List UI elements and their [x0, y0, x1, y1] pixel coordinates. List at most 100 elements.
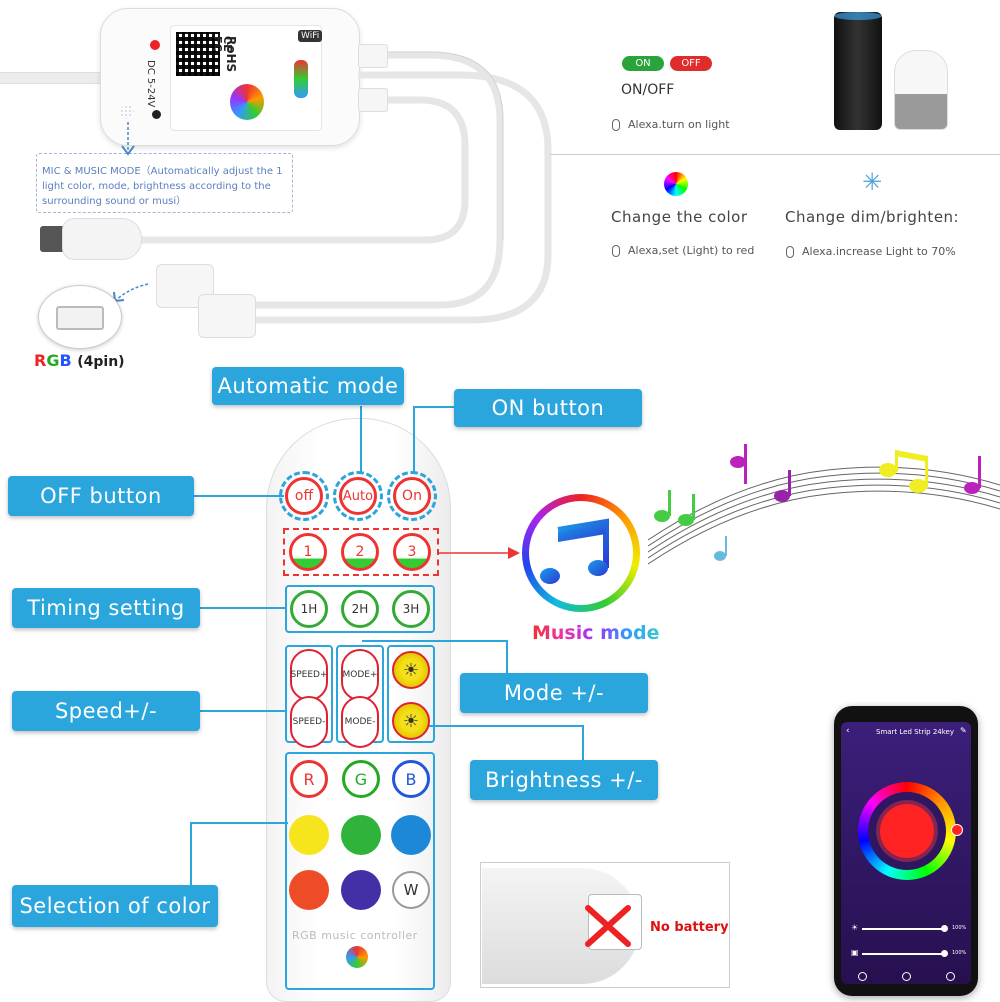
remote-blue-button[interactable]: B — [392, 760, 430, 798]
change-dim-title: Change dim/brighten: — [785, 208, 960, 226]
line-mode-h — [362, 640, 508, 642]
line-speed — [200, 710, 286, 712]
remote-white-button[interactable]: W — [392, 871, 430, 909]
phone-edit-icon[interactable]: ✎ — [960, 726, 967, 735]
on-button-label: ON button — [454, 389, 642, 427]
off-highlight-ring — [279, 471, 329, 521]
google-home-speaker-icon — [894, 50, 948, 130]
remote-blue-solid-button[interactable] — [391, 815, 431, 855]
phone-brightness-slider[interactable] — [862, 928, 946, 930]
change-color-command-text: Alexa,set (Light) to red — [628, 244, 755, 257]
usb-plug-body — [62, 218, 142, 260]
remote-mode-plus-button[interactable]: MODE+ — [341, 649, 379, 701]
female-connector-2 — [198, 294, 256, 338]
usb-plug — [40, 226, 66, 252]
music-arrow — [438, 547, 520, 559]
line-auto — [360, 406, 362, 472]
brightness-sun-icon: ✳ — [862, 168, 883, 196]
color-group — [285, 752, 435, 990]
music-note-logo-icon — [230, 84, 264, 120]
mic-note-arrow — [121, 122, 135, 156]
remote-music-2-button[interactable]: 2 — [341, 533, 379, 571]
on-badge-text: ON — [635, 58, 651, 69]
remote-green-solid-button[interactable] — [341, 815, 381, 855]
rgb-text: RGB — [34, 351, 72, 370]
change-color-command: Alexa,set (Light) to red — [612, 244, 754, 257]
wifi-badge: WiFi — [298, 30, 323, 42]
remote-timer-1h-button[interactable]: 1H — [290, 590, 328, 628]
phone-nav-icon-2[interactable] — [902, 972, 911, 981]
remote-logo-icon — [346, 946, 368, 968]
phone-second-value: 100% — [952, 950, 967, 956]
microphone-icon — [786, 246, 794, 258]
phone-brightness-slider-handle[interactable] — [941, 925, 948, 932]
on-highlight-ring — [387, 471, 437, 521]
remote-music-1-button[interactable]: 1 — [289, 533, 327, 571]
line-on-h — [413, 406, 455, 408]
phone-color-picker-handle[interactable] — [951, 824, 963, 836]
remote-timer-2h-button[interactable]: 2H — [341, 590, 379, 628]
remote-auto-button[interactable]: Auto — [339, 477, 377, 515]
change-color-title: Change the color — [611, 208, 748, 226]
onoff-command-text: Alexa.turn on light — [628, 118, 730, 131]
line-mode-v — [506, 640, 508, 674]
remote-brightness-minus-button[interactable]: ☀ — [392, 702, 430, 740]
phone-app-title: Smart Led Strip 24key — [876, 728, 954, 736]
phone-second-slider[interactable] — [862, 953, 946, 955]
remote-speed-plus-button[interactable]: SPEED+ — [290, 649, 328, 701]
change-dim-command: Alexa.increase Light to 70% — [786, 245, 956, 258]
remote-yellow-button[interactable] — [289, 815, 329, 855]
cable-plug-2 — [358, 88, 388, 112]
remote-green-button[interactable]: G — [342, 760, 380, 798]
phone-back-icon[interactable]: ‹ — [846, 726, 850, 736]
qr-code-icon — [176, 32, 220, 76]
remote-footer-text: RGB music controller — [292, 929, 418, 942]
phone-nav-icon-3[interactable] — [946, 972, 955, 981]
sun-dim-icon: ☀ — [402, 710, 420, 732]
echo-speaker-icon — [834, 12, 882, 130]
music-buttons-highlight — [283, 528, 439, 576]
mic-note-text: MIC & MUSIC MODE（Automatically adjust th… — [42, 166, 283, 207]
remote-off-button[interactable]: off — [285, 477, 323, 515]
brightness-group — [387, 645, 435, 743]
brightness-label: Brightness +/- — [470, 760, 658, 800]
line-off — [194, 495, 284, 497]
connector-label: RGB (4pin) — [34, 351, 125, 370]
phone-selected-color — [880, 804, 934, 858]
remote-music-3-button[interactable]: 3 — [393, 533, 431, 571]
controller-cable-left — [0, 72, 110, 84]
microphone-icon — [612, 119, 620, 131]
remote-on-button[interactable]: On — [393, 477, 431, 515]
auto-highlight-ring — [333, 471, 383, 521]
remote-red-button[interactable]: R — [290, 760, 328, 798]
remote-speed-minus-button[interactable]: SPEED- — [290, 696, 328, 748]
timing-group — [285, 585, 435, 633]
no-battery-x-icon — [585, 905, 631, 947]
remote-timer-3h-button[interactable]: 3H — [392, 590, 430, 628]
line-brightness-h — [412, 725, 584, 727]
music-mode-icon-inner — [529, 501, 633, 605]
off-badge-text: OFF — [681, 58, 701, 69]
remote-purple-button[interactable] — [341, 870, 381, 910]
speed-label: Speed+/- — [12, 691, 200, 731]
automatic-mode-label: Automatic mode — [212, 367, 404, 405]
cable-plug-1 — [358, 44, 388, 68]
music-staff-decoration — [648, 444, 1000, 565]
phone-second-slider-handle[interactable] — [941, 950, 948, 957]
controller-cables — [140, 51, 552, 324]
phone-nav-icon-1[interactable] — [858, 972, 867, 981]
onoff-title: ON/OFF — [621, 82, 675, 98]
female-connector-1 — [156, 264, 214, 308]
no-battery-label: No battery — [650, 920, 729, 935]
remote-orange-button[interactable] — [289, 870, 329, 910]
selection-of-color-label: Selection of color — [12, 885, 218, 927]
line-brightness-v — [582, 725, 584, 763]
remote-mode-minus-button[interactable]: MODE- — [341, 696, 379, 748]
mode-label: Mode +/- — [460, 673, 648, 713]
timing-setting-label: Timing setting — [12, 588, 200, 628]
remote-brightness-plus-button[interactable]: ☀ — [392, 651, 430, 689]
mic-hole-icon — [120, 105, 134, 119]
on-badge: ON — [622, 56, 664, 71]
line-color-h — [190, 822, 288, 824]
phone-temperature-icon: ▣ — [851, 948, 859, 957]
